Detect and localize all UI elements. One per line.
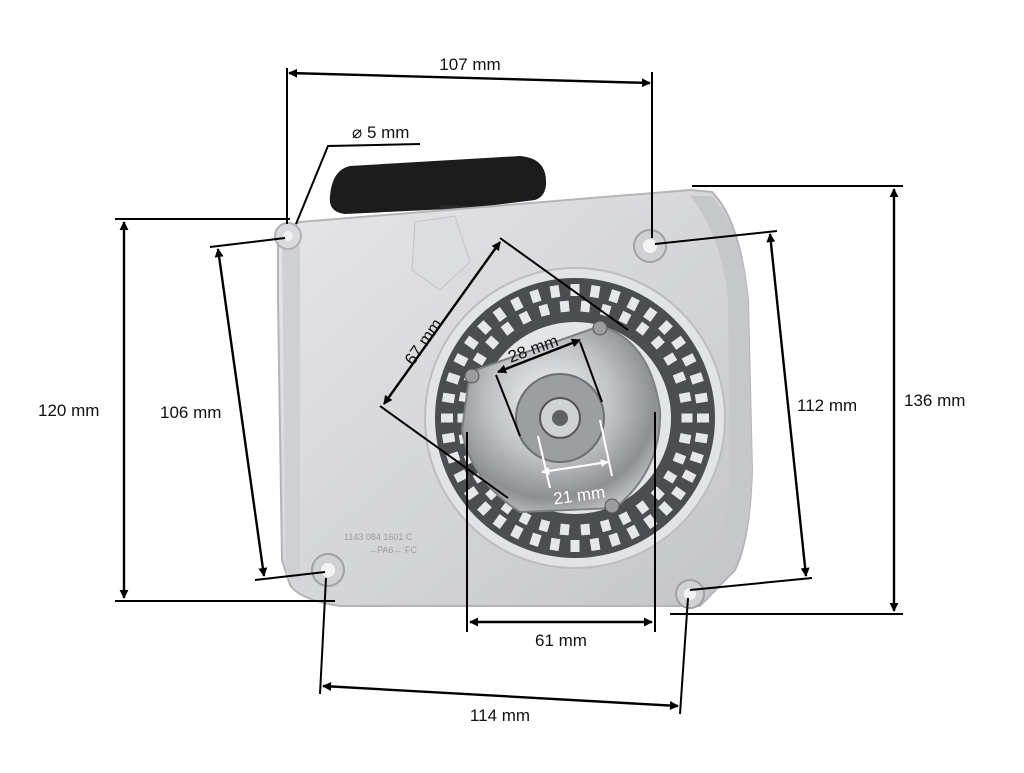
grille-slot: [453, 469, 469, 483]
grille-slot: [689, 372, 704, 385]
grille-slot: [671, 335, 687, 350]
grille-slot: [694, 392, 709, 404]
extension-line: [599, 419, 613, 477]
grille-slot: [671, 486, 687, 501]
grille-slot: [608, 532, 621, 547]
grille-slot: [529, 532, 542, 547]
label-bottom-outer-width: 114 mm: [470, 706, 530, 725]
grille-slot: [538, 303, 551, 317]
part-marking-2: →PA6← FC: [368, 545, 417, 555]
extension-line: [499, 237, 629, 331]
grille-slot: [678, 433, 692, 445]
grille-slot: [658, 501, 673, 516]
grille-slot: [643, 306, 658, 322]
grille-slot: [678, 391, 692, 403]
plate-screw-icon: [604, 498, 620, 514]
mount-hole-bottom-left: [311, 553, 345, 587]
label-top-width: 107 mm: [439, 55, 500, 74]
dim-line-112: [766, 233, 810, 577]
leader-5mm: [295, 143, 421, 225]
dim-line-21: [541, 459, 609, 475]
mount-hole-top-left: [274, 222, 302, 250]
grille-slot: [477, 501, 492, 516]
grille-slot: [663, 352, 678, 366]
grille-slot: [549, 537, 561, 552]
grille-slot: [635, 500, 650, 515]
grille-slot: [589, 284, 601, 299]
grille-slot: [694, 432, 709, 444]
grille-slot: [549, 284, 561, 299]
extension-line: [679, 597, 689, 715]
grille-slot: [529, 289, 542, 304]
grille-slot: [518, 310, 532, 325]
grille-slot: [643, 514, 658, 530]
grille-slot: [441, 413, 453, 423]
grille-slot: [658, 320, 673, 335]
dim-line-28: [497, 338, 581, 374]
grille-slot: [681, 469, 697, 483]
grille-slot: [697, 413, 709, 423]
grille-slot: [492, 514, 507, 530]
dimension-lines: [115, 68, 903, 715]
label-right-outer-height: 136 mm: [904, 391, 965, 410]
grille-slot: [580, 300, 591, 313]
extension-line: [319, 577, 327, 695]
grille-slot: [626, 524, 640, 540]
grille-slot: [626, 296, 640, 312]
dim-line-107: [288, 68, 651, 88]
dim-line-114: [322, 681, 679, 711]
part-marking-1: 1143 084 1601 C: [344, 532, 413, 542]
extension-line: [579, 341, 603, 403]
grille-slot: [570, 540, 580, 552]
extension-line: [689, 577, 813, 591]
label-hole-diameter: ⌀ 5 mm: [352, 123, 409, 142]
grille-slot: [618, 310, 632, 325]
grille-slot: [663, 470, 678, 484]
plate-screw-icon: [592, 320, 608, 336]
starter-handle: [329, 156, 547, 214]
grille-slot: [441, 392, 456, 404]
grille-slot: [672, 371, 687, 384]
grille-slot: [681, 353, 697, 367]
grille-slot: [559, 523, 570, 536]
grille-slot: [580, 523, 591, 536]
grille-slot: [518, 511, 532, 526]
mount-hole-top-right: [633, 229, 667, 263]
grille-slot: [559, 300, 570, 313]
extension-line: [495, 374, 521, 437]
plate-screw-icon: [464, 368, 480, 384]
grille-slot: [500, 321, 515, 336]
grille-slot: [689, 451, 704, 464]
grille-slot: [599, 519, 612, 533]
label-bottom-inner-width: 61 mm: [535, 631, 587, 650]
grille-slot: [650, 335, 665, 350]
dim-line-67: [383, 241, 501, 405]
grille-slot: [608, 289, 621, 304]
grille-slot: [681, 413, 693, 423]
extension-line: [209, 237, 286, 248]
starter-housing: 1143 084 1601 C →PA6← FC: [274, 156, 754, 609]
label-left-outer-height: 120 mm: [38, 401, 99, 420]
dim-line-106: [214, 248, 268, 577]
extension-line: [254, 571, 326, 581]
label-left-inner-height: 106 mm: [160, 403, 221, 422]
grille-slot: [599, 303, 612, 317]
extension-line: [379, 405, 509, 499]
grille-slot: [635, 321, 650, 336]
label-right-inner-height: 112 mm: [797, 396, 857, 415]
grille-slot: [618, 511, 632, 526]
grille-slot: [538, 519, 551, 533]
grille-slot: [441, 432, 456, 444]
grille-slot: [589, 537, 601, 552]
grille-slot: [672, 452, 687, 465]
grille-slot: [510, 296, 524, 312]
grille-slot: [510, 524, 524, 540]
extension-line: [654, 230, 778, 245]
mount-hole-bottom-right: [675, 579, 705, 609]
